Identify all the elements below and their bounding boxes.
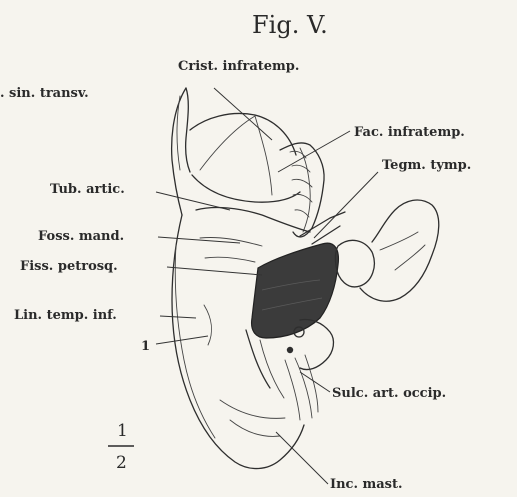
temporal-bone-drawing xyxy=(172,88,439,469)
label-sin-transv: . sin. transv. xyxy=(0,86,89,101)
label-fiss-petrosq: Fiss. petrosq. xyxy=(20,259,118,274)
label-tegm-tymp: Tegm. tymp. xyxy=(382,158,471,173)
label-foss-mand: Foss. mand. xyxy=(38,229,124,244)
label-one: 1 xyxy=(141,339,150,354)
figure-title: Fig. V. xyxy=(252,11,328,39)
label-tub-artic: Tub. artic. xyxy=(50,182,125,197)
label-fac-infratemp: Fac. infratemp. xyxy=(354,125,465,140)
label-lin-temp-inf: Lin. temp. inf. xyxy=(14,308,117,323)
label-crist-infratemp: Crist. infratemp. xyxy=(178,59,299,74)
scale-numerator: 1 xyxy=(117,421,128,441)
scale-fraction: 1 2 xyxy=(108,421,134,473)
label-inc-mast: Inc. mast. xyxy=(330,477,403,492)
petrosquamous-shaded-area xyxy=(252,243,339,338)
label-sulc-art-occip: Sulc. art. occip. xyxy=(332,386,446,401)
scale-denominator: 2 xyxy=(116,453,127,473)
